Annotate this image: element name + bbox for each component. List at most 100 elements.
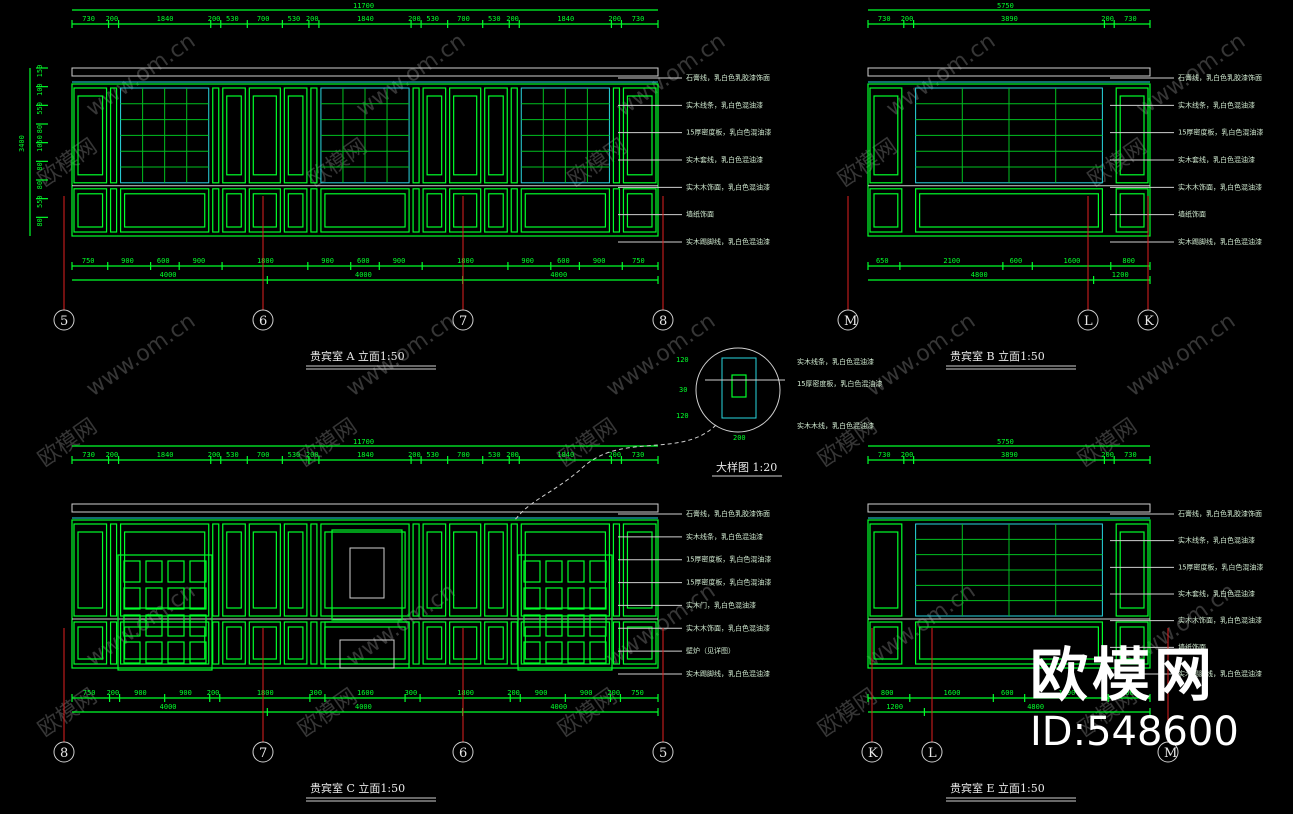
lower-panel <box>73 621 108 665</box>
note-text: 实木木饰面，乳白色混油漆 <box>1178 182 1262 191</box>
top-dim-value: 200 <box>408 15 421 23</box>
upper-panel <box>248 87 281 184</box>
upper-panel-inner <box>426 95 443 176</box>
lower-panel-inner <box>252 193 277 228</box>
axis-label: K <box>868 746 878 761</box>
detail-profile <box>721 357 757 419</box>
door-panel <box>545 587 563 610</box>
upper-panel <box>222 523 246 617</box>
upper-panel <box>449 87 482 184</box>
door-panel <box>545 641 563 664</box>
bottom-dim-value: 1800 <box>457 689 474 697</box>
bottom-dim-value: 900 <box>593 257 606 265</box>
axis-label: 7 <box>259 746 267 761</box>
bottom-dim-value: 900 <box>321 257 334 265</box>
door-panel <box>189 560 207 583</box>
bottom-dim-value: 800 <box>1122 257 1135 265</box>
upper-panel <box>109 87 118 184</box>
door-panel <box>123 587 141 610</box>
top-dim-value: 530 <box>488 451 501 459</box>
lower-panel <box>449 621 482 665</box>
door-panel <box>567 641 585 664</box>
logo-title: 欧模网 <box>1030 641 1217 709</box>
axis-bubble <box>452 309 474 331</box>
lower-panel <box>283 621 308 665</box>
upper-panel <box>622 87 657 184</box>
lower-panel <box>119 621 210 665</box>
overall-dim-text: 11700 <box>353 438 374 446</box>
upper-panel-inner <box>426 531 443 609</box>
overmantel <box>331 529 403 621</box>
panel-title: 贵宾室 C 立面1:50 <box>310 781 405 795</box>
lower-panel <box>622 188 657 233</box>
upper-panel <box>73 523 108 617</box>
lower-panel <box>310 188 318 233</box>
overmantel-ornament <box>349 547 385 599</box>
upper-panel-inner <box>873 531 899 609</box>
brand-logo: 欧模网 ID:548600 <box>1030 640 1260 754</box>
crown-moulding <box>867 67 1151 77</box>
elevation-c-features <box>117 529 613 671</box>
bottom-dim-value: 1600 <box>944 689 961 697</box>
axis-bubble <box>837 309 859 331</box>
top-dim-value: 530 <box>226 451 239 459</box>
detail-callout: 120 30 120 200 实木线条，乳白色混油漆 15厚密度板，乳白色混油漆… <box>514 347 882 521</box>
total-dim-value: 4800 <box>971 271 988 279</box>
lower-panel <box>222 621 246 665</box>
door-0 <box>117 554 213 671</box>
upper-panel <box>612 87 621 184</box>
lower-panel <box>510 621 518 665</box>
note-text: 墙纸饰面 <box>1178 210 1206 219</box>
top-dim-value: 530 <box>488 15 501 23</box>
lower-panel-inner <box>524 193 607 228</box>
bottom-dim-value: 900 <box>535 689 548 697</box>
note-text: 实木线条，乳白色混油漆 <box>1178 100 1255 109</box>
upper-panel <box>119 523 210 617</box>
detail-circle <box>695 347 781 433</box>
upper-panel-inner <box>226 531 242 609</box>
bottom-dim-value: 750 <box>83 689 96 697</box>
door-panel <box>189 641 207 664</box>
top-dim-value: 3890 <box>1001 15 1018 23</box>
bottom-dim-value: 900 <box>580 689 593 697</box>
door-panel <box>523 587 541 610</box>
door-panel <box>123 614 141 637</box>
bottom-dim-value: 900 <box>521 257 534 265</box>
upper-panel <box>520 523 611 617</box>
note-text: 石膏线，乳白色乳胶漆饰面 <box>1178 73 1262 82</box>
lower-panel <box>73 188 108 233</box>
axis-label: K <box>1144 314 1154 329</box>
total-dim-value: 1200 <box>1112 271 1129 279</box>
watermark-brand: 欧模网 <box>294 414 362 472</box>
door-panel <box>589 641 607 664</box>
door-1 <box>517 554 613 671</box>
crown-moulding <box>71 67 659 77</box>
note-text: 15厚密度板，乳白色混油漆 <box>686 578 771 587</box>
top-dim-value: 1840 <box>157 15 174 23</box>
axis-bubble <box>1077 309 1099 331</box>
top-dim-value: 530 <box>426 451 439 459</box>
bottom-dim-value: 1600 <box>1064 257 1081 265</box>
left-dim-value: 150 <box>36 65 44 78</box>
overall-dim-text: 11700 <box>353 2 374 10</box>
lower-panel <box>612 188 621 233</box>
bottom-dim-value: 1600 <box>1058 689 1075 697</box>
door-panel <box>567 587 585 610</box>
door-panel <box>189 587 207 610</box>
note-text: 实木踢脚线，乳白色混油漆 <box>686 237 770 246</box>
lower-panel <box>422 621 447 665</box>
lower-panel-inner <box>77 193 104 228</box>
door-panel <box>523 641 541 664</box>
note-text: 实木踢脚线，乳白色混油漆 <box>1178 237 1262 246</box>
top-dim-value: 730 <box>632 451 645 459</box>
door-panel <box>167 560 185 583</box>
lower-panel-inner <box>524 626 607 660</box>
overall-dim-text: 5750 <box>997 438 1014 446</box>
bottom-dim-value: 900 <box>134 689 147 697</box>
watermark-brand: 欧模网 <box>294 684 362 742</box>
